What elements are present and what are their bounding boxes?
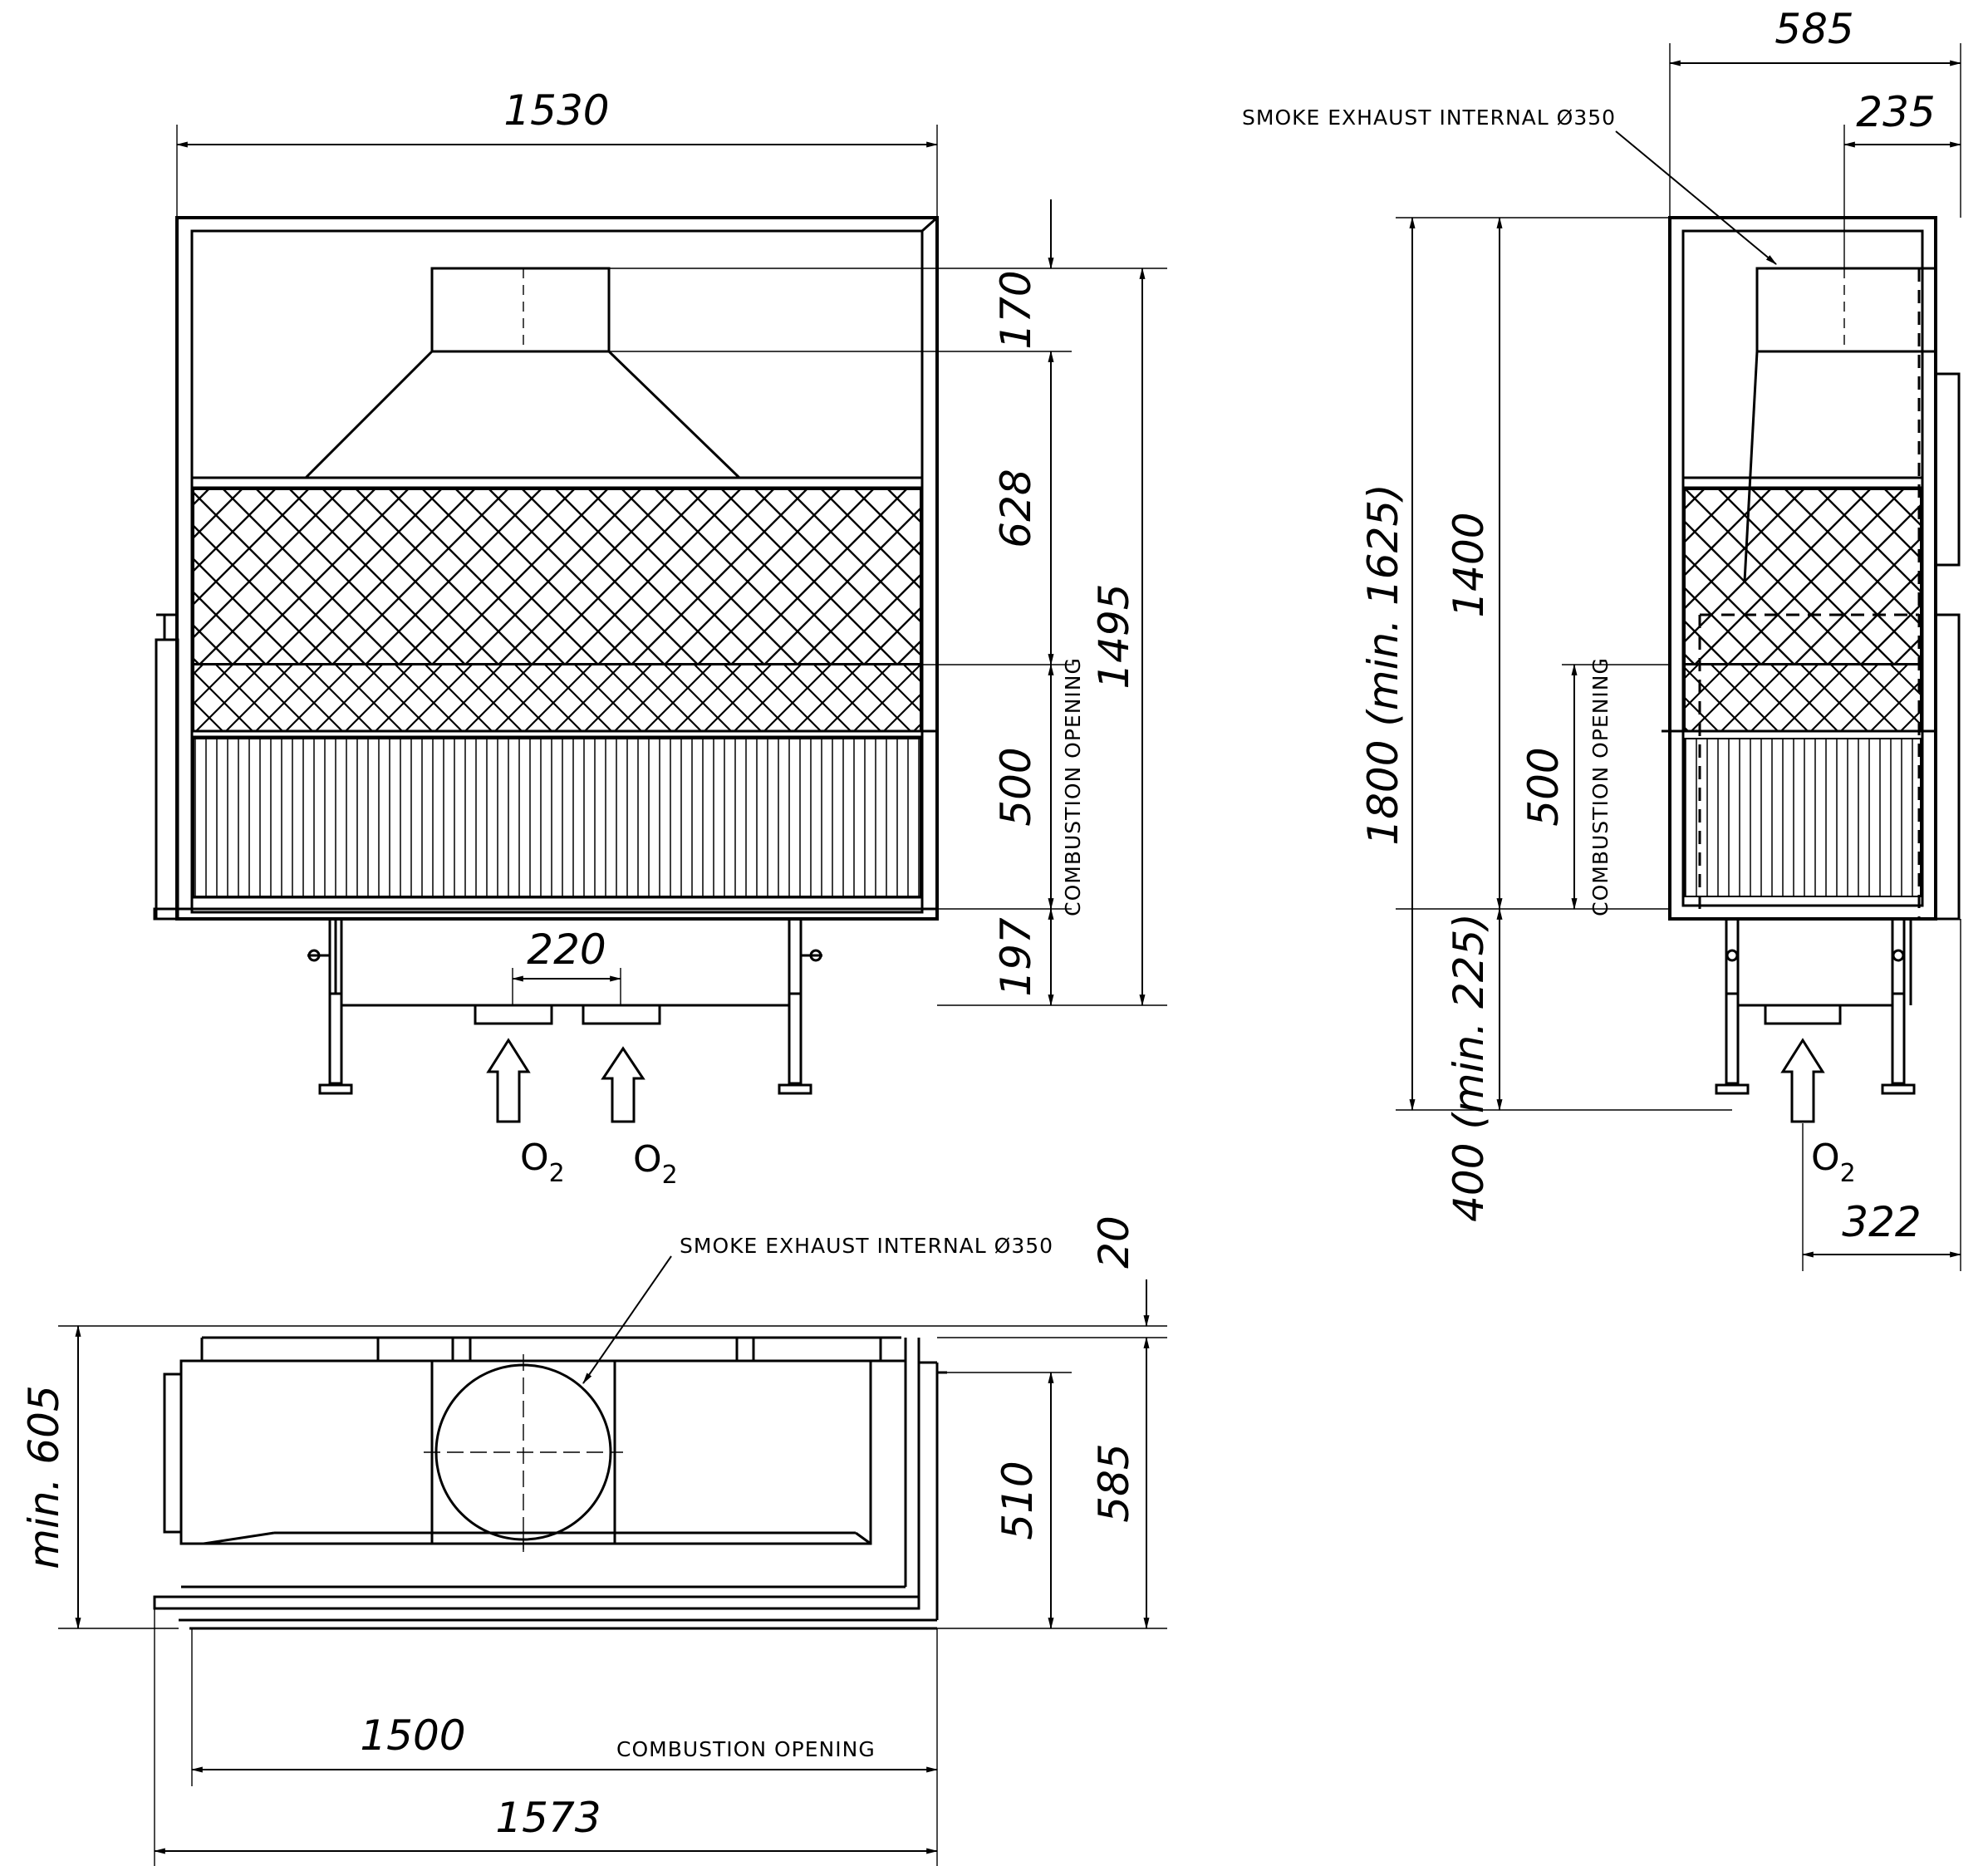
dim-510: 510 — [994, 1461, 1042, 1539]
combustion-opening-label: COMBUSTION OPENING — [616, 1737, 876, 1761]
dim-gap-20: 20 — [1090, 1215, 1138, 1269]
o2-arrow-icon — [601, 1046, 645, 1123]
o2-arrow-icon — [486, 1038, 531, 1123]
o2-label: O2 — [520, 1137, 565, 1188]
smoke-exhaust-label: SMOKE EXHAUST INTERNAL Ø350 — [1242, 106, 1616, 130]
dim-1400: 1400 — [1445, 512, 1493, 617]
dim-opening-1500: 1500 — [360, 1711, 465, 1760]
top-view: SMOKE EXHAUST INTERNAL Ø350 20 — [20, 1215, 1167, 1866]
dim-exhaust-offset: 235 — [1856, 88, 1935, 136]
o2-label: O2 — [633, 1138, 678, 1190]
dim-170: 170 — [992, 270, 1040, 349]
smoke-exhaust-label: SMOKE EXHAUST INTERNAL Ø350 — [680, 1234, 1053, 1258]
dim-o2-spacing: 220 — [527, 926, 606, 974]
o2-label: O2 — [1811, 1137, 1856, 1188]
dim-o2-offset: 322 — [1842, 1198, 1921, 1246]
dim-side-base: 400 (min. 225) — [1445, 913, 1493, 1222]
dim-628: 628 — [992, 469, 1040, 548]
combustion-opening-label: COMBUSTION OPENING — [1588, 657, 1612, 916]
dim-total-1573: 1573 — [495, 1794, 601, 1842]
dim-side-total-height: 1800 (min. 1625) — [1359, 484, 1407, 845]
dim-585: 585 — [1090, 1443, 1138, 1522]
combustion-opening-label: COMBUSTION OPENING — [1061, 657, 1085, 916]
dim-side-width: 585 — [1774, 5, 1853, 53]
dim-500: 500 — [992, 747, 1040, 826]
front-view: 1530 — [153, 86, 1167, 1190]
o2-arrow-icon — [1780, 1038, 1825, 1123]
side-view: 585 235 SMOKE EXHAUST INTERNAL Ø350 — [1242, 5, 1962, 1271]
dim-1495: 1495 — [1090, 583, 1138, 689]
dim-side-500: 500 — [1519, 747, 1568, 826]
dim-front-width: 1530 — [503, 86, 609, 135]
dim-min-605: min. 605 — [20, 1385, 68, 1569]
dim-197: 197 — [992, 917, 1040, 997]
